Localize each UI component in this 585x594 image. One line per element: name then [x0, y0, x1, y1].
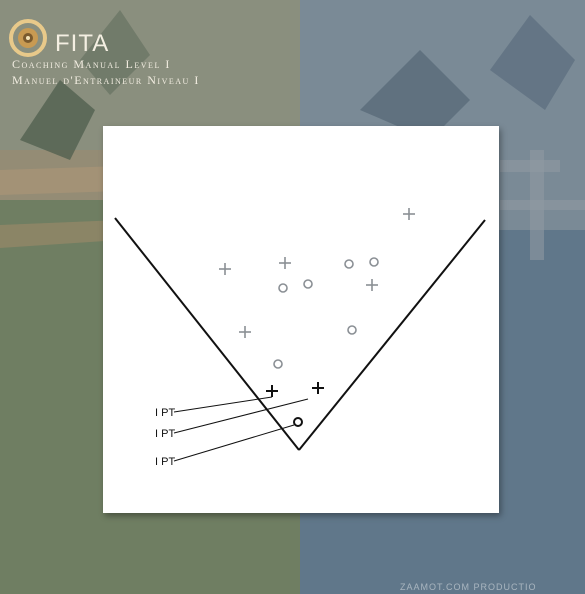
diagram-panel: I PT I PT I PT	[103, 126, 499, 513]
circle-mark	[370, 258, 378, 266]
pt-label: I PT	[155, 456, 175, 468]
circle-mark	[279, 284, 287, 292]
plus-mark	[403, 208, 415, 220]
circle-mark	[304, 280, 312, 288]
v-left-line	[115, 218, 299, 450]
arrow-group-diagram: I PT I PT I PT	[103, 126, 499, 513]
pt-leader-lines	[174, 397, 308, 461]
fita-logo-icon	[8, 18, 48, 58]
brand-title: FITA	[55, 30, 109, 58]
plus-mark-dark	[312, 382, 324, 394]
plus-mark-dark	[266, 385, 278, 397]
plus-mark	[279, 257, 291, 269]
footer-credit: ZAAMOT.COM PRODUCTIO	[400, 582, 537, 592]
plus-marks-light	[219, 208, 415, 338]
pt-label: I PT	[155, 428, 175, 440]
plus-mark	[219, 263, 231, 275]
pt-label: I PT	[155, 407, 175, 419]
plus-mark	[239, 326, 251, 338]
v-right-line	[299, 220, 485, 450]
circle-marks-light	[274, 258, 378, 368]
subtitle-french: Manuel d'Entraineur Niveau I	[12, 73, 200, 88]
subtitle-english: Coaching Manual Level I	[12, 57, 171, 72]
circle-mark	[345, 260, 353, 268]
circle-mark	[348, 326, 356, 334]
circle-mark-dark	[294, 418, 302, 426]
circle-mark	[274, 360, 282, 368]
plus-mark	[366, 279, 378, 291]
